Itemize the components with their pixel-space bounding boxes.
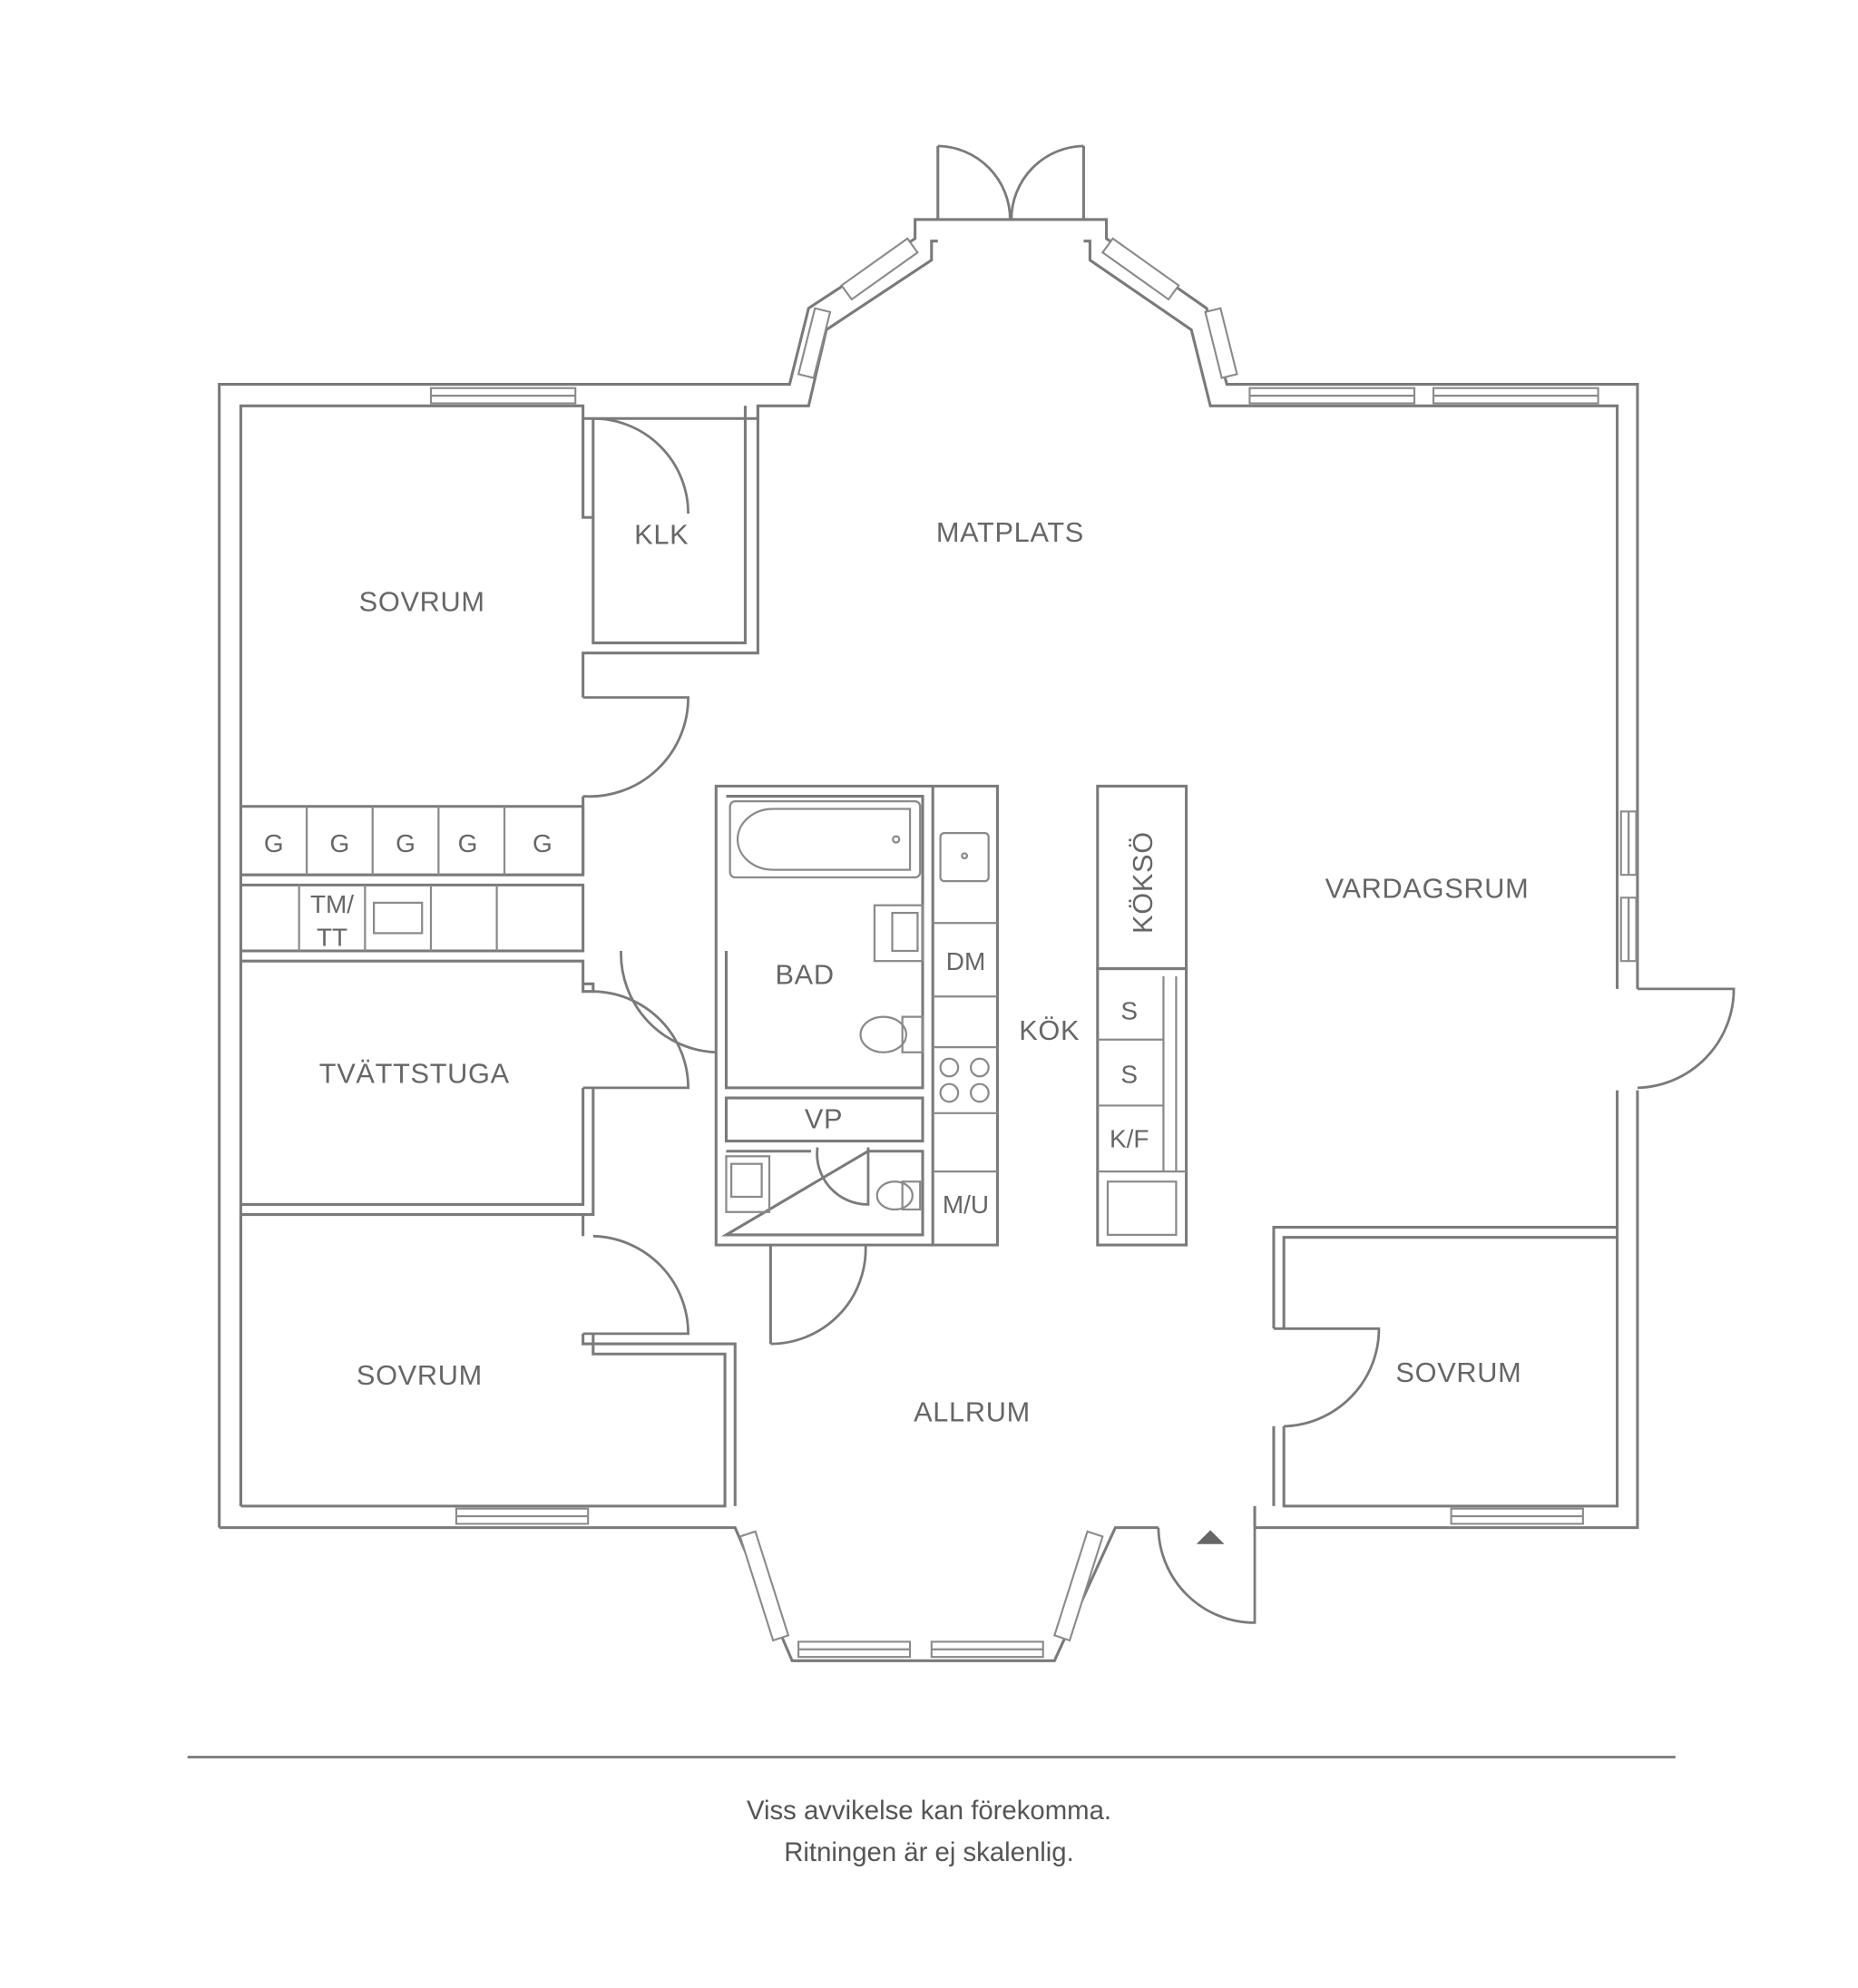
wardrobe-label: G (330, 829, 350, 857)
fixture-labels: G G G G G TM/ TT DM M/U S S K/F (264, 829, 1149, 1219)
label-klk: KLK (634, 519, 689, 551)
label-koksö: KÖKSÖ (1127, 831, 1159, 934)
label-sovrum-bottom-left: SOVRUM (357, 1359, 483, 1391)
s1-label: S (1120, 996, 1138, 1024)
room-labels: MATPLATS KLK SOVRUM VARDAGSRUM BAD KÖK K… (319, 516, 1530, 1428)
wardrobe-label: G (533, 829, 553, 857)
label-allrum: ALLRUM (914, 1396, 1031, 1427)
kf-label: K/F (1110, 1125, 1149, 1153)
s2-label: S (1120, 1060, 1138, 1088)
dm-label: DM (946, 947, 985, 975)
tm-tt-label-line2: TT (317, 923, 347, 951)
wardrobe-label: G (264, 829, 284, 857)
wardrobe-label: G (396, 829, 416, 857)
tm-tt-label-line1: TM/ (310, 890, 354, 918)
label-bad: BAD (775, 958, 834, 990)
balcony-doors (937, 144, 1084, 220)
footer-note-line2: Ritningen är ej skalenlig. (784, 1837, 1074, 1867)
footer-note-line1: Viss avvikelse kan förekomma. (747, 1796, 1111, 1826)
footer: Viss avvikelse kan förekomma. Ritningen … (187, 1756, 1676, 1867)
label-sovrum-bottom-right: SOVRUM (1395, 1356, 1521, 1388)
kitchen-island (1096, 784, 1188, 1247)
wardrobe-dividers (298, 806, 506, 952)
windows (429, 237, 1638, 1659)
interior-doors (582, 416, 1736, 1624)
label-matplats: MATPLATS (936, 516, 1084, 548)
entrance-arrow-icon (1196, 1530, 1225, 1544)
label-kok: KÖK (1019, 1014, 1080, 1046)
wardrobe-label: G (458, 829, 478, 857)
label-vardagsrum: VARDAGSRUM (1325, 872, 1530, 904)
mu-label: M/U (943, 1190, 989, 1219)
label-vp: VP (805, 1103, 843, 1135)
label-tvattstuga: TVÄTTSTUGA (319, 1057, 510, 1089)
label-sovrum-top: SOVRUM (359, 586, 485, 618)
bath-block (714, 784, 999, 1345)
interior-walls (239, 406, 1618, 1528)
